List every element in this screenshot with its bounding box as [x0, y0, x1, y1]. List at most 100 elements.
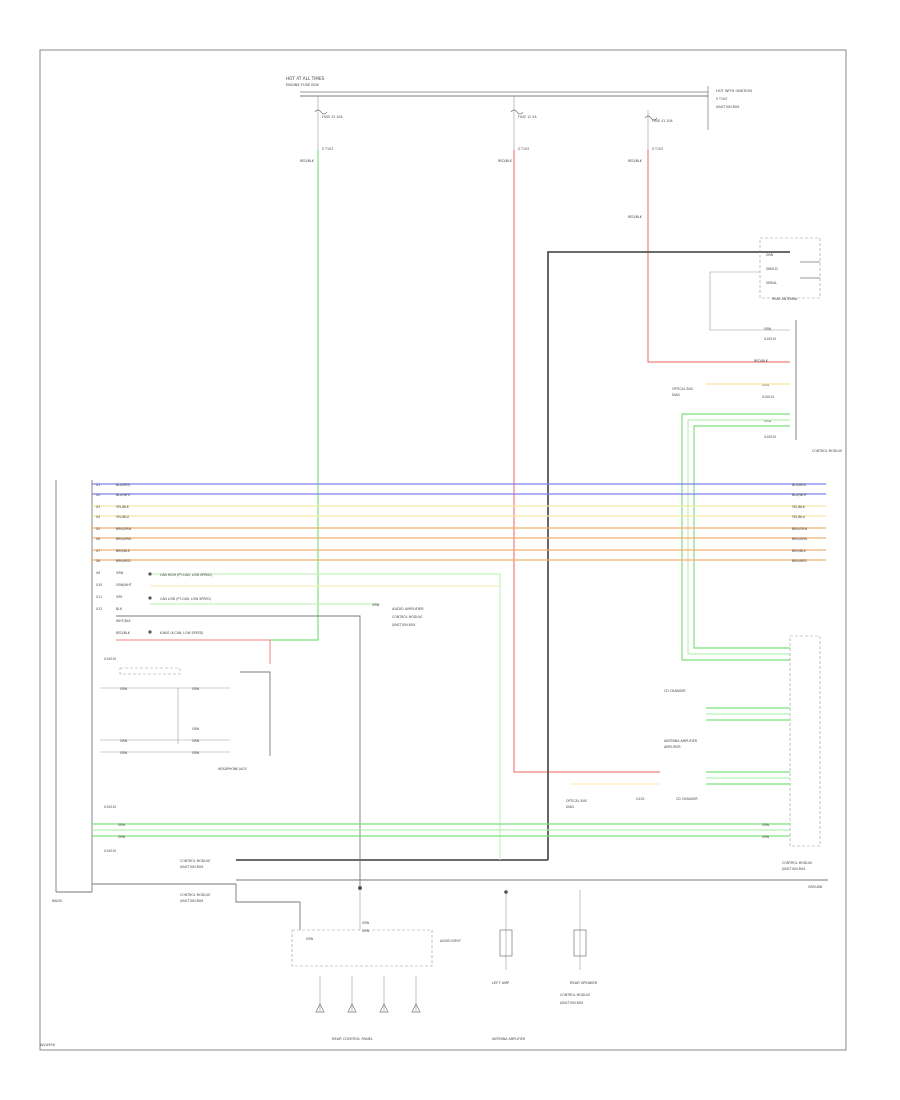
label-left-connector-3: X10010 — [104, 849, 116, 853]
label-radio-pin-6: GRN — [120, 751, 128, 755]
bus-label-8: GRN — [116, 571, 124, 575]
rear-antenna-module: REAR ANTENNA GRN SHIELD SERIAL — [759, 237, 821, 301]
bus-label-12: WHT/BLK — [116, 619, 132, 623]
label-radio-pin-5: GRN — [192, 739, 200, 743]
svg-text:X4: X4 — [96, 515, 100, 519]
label-rear-antenna: REAR ANTENNA — [772, 297, 798, 301]
bus-label-2: YEL/BLK — [116, 505, 130, 509]
svg-text:X6: X6 — [96, 537, 100, 541]
label-wire-left: RED/BLK — [300, 159, 315, 163]
label-bottom-ctrl-1: CONTROL MODULE — [180, 859, 210, 863]
label-wire-right: RED/BLK — [628, 159, 643, 163]
label-rear-panel-3: GRN — [362, 929, 370, 933]
label-hot-with-ignition: HOT WITH IGNITION — [716, 89, 752, 93]
label-rear-control-panel: REAR CONTROL PANEL — [332, 1037, 373, 1041]
label-left-amp: LEFT AMP — [492, 981, 510, 985]
label-serial-module-name: CONTROL MODULE — [812, 449, 842, 453]
bus-label-5: BRN/GRN — [116, 537, 132, 541]
wire-grey-bottom — [92, 883, 301, 930]
bus-label-13: RED/BLK — [116, 631, 131, 635]
pin-numbers-left: X1 X2 X3 X4 X5 X6 X7 X8 X9 X10 X11 X12 — [96, 483, 102, 611]
label-radio-pin-1: GRN — [120, 687, 128, 691]
label-right-control-module: CONTROL MODULE — [782, 861, 812, 865]
rear-speaker-block: REAR SPEAKER CONTROL MODULE JUNCTION BOX — [559, 890, 598, 1005]
wire-red-right — [647, 150, 790, 363]
fuse-middle: FUSE 12 5A S T103 RED/BLK — [498, 96, 537, 163]
bus-label-right-0: BLU/RED — [792, 483, 806, 487]
label-amp-sub: CONTROL MODULE — [392, 615, 422, 619]
label-green-bottom-right-2: GRN — [762, 835, 770, 839]
label-fuse-right-ref: S T103 — [652, 147, 663, 151]
label-lower-callout-2: DIAG — [566, 805, 575, 809]
label-right-edge: GROUND — [808, 885, 823, 889]
svg-text:X9: X9 — [96, 571, 100, 575]
label-radio-name: HEADPHONE JACK — [218, 767, 248, 771]
label-antenna-amp-bottom: ANTENNA AMPLIFIER — [492, 1037, 526, 1041]
wire-green-right-loop — [681, 413, 790, 661]
label-fuse-middle-ref: S T103 — [518, 147, 529, 151]
bus-labels-right: BLU/RED BLU/WHT YEL/BLK YEL/BLU BRN/ORN … — [792, 483, 808, 563]
wire-can-high — [150, 573, 501, 860]
label-bottom-ctrl-3: CONTROL MODULE — [180, 893, 210, 897]
label-radio-pin-7: GRN — [192, 751, 200, 755]
svg-text:X3: X3 — [96, 505, 100, 509]
label-can-low: CAN LOW (PT-CAN, LOW SPEED) — [160, 597, 211, 601]
fuse-left: FUSE 23 10A S T103 RED/BLK — [300, 96, 343, 163]
bus-label-10: GRY — [116, 595, 122, 599]
label-radio-pin-3: GRN — [192, 727, 200, 731]
bus-label-4: BRN/ORN — [116, 527, 132, 531]
svg-text:X1: X1 — [96, 483, 100, 487]
label-right-control-module-2: JUNCTION BOX — [781, 867, 806, 871]
label-green-bottom-left-1: GRN — [118, 823, 126, 827]
bus-label-6: BRN/BLK — [116, 549, 131, 553]
bus-label-7: BRN/RED — [116, 559, 131, 563]
svg-text:X10: X10 — [96, 583, 102, 587]
svg-text:X11: X11 — [96, 595, 102, 599]
label-ground-note: G102 — [636, 797, 645, 801]
label-can-high: CAN HIGH (PT-CAN, LOW SPEED) — [160, 573, 212, 577]
label-bottom-ctrl-4: JUNCTION BOX — [179, 899, 204, 903]
label-bottom-ctrl-2: JUNCTION BOX — [179, 865, 204, 869]
label-rear-panel-2: GRN — [362, 921, 370, 925]
k-bus-dot — [148, 630, 152, 634]
wire-antenna-loop — [709, 271, 790, 331]
label-serial-module-4: GRN — [762, 383, 770, 387]
label-hot-at-all-times: HOT AT ALL TIMES — [286, 76, 325, 81]
label-wire-right-2: RED/BLK — [628, 215, 643, 219]
wire-green-mid-right — [706, 707, 790, 721]
label-serial-module-3: RED/BLK — [754, 359, 769, 363]
diagram-frame — [39, 49, 847, 1051]
label-cd-changer: CD CHANGER — [676, 797, 698, 801]
label-rear-speaker: REAR SPEAKER — [570, 981, 598, 985]
label-fuse-right: FUSE 41 10A — [652, 119, 673, 123]
bus-label-11: BLK — [116, 607, 123, 611]
label-radio-pin-2: GRN — [192, 687, 200, 691]
label-k-bus: K-BUS (K-CAN, LOW SPEED) — [160, 631, 203, 635]
label-amp-right: ANTENNA AMPLIFIER — [664, 739, 698, 743]
wire-red-kbus — [116, 639, 271, 664]
label-junction-box-top: JUNCTION BOX — [715, 105, 740, 109]
bus-label-right-5: BRN/GRN — [792, 537, 808, 541]
label-fuse-left: FUSE 23 10A — [322, 115, 343, 119]
label-green-bottom-left-2: GRN — [118, 835, 126, 839]
label-wire-middle: RED/BLK — [498, 159, 513, 163]
label-serial-module-7: X10010 — [764, 435, 776, 439]
bus-labels-left: BLU/RED BLU/WHT YEL/BLK YEL/BLU BRN/ORN … — [116, 483, 132, 635]
label-fuse-left-ref: S T103 — [322, 147, 333, 151]
label-sdb-top: S T103 — [716, 97, 727, 101]
label-engine-fuse-box: ENGINE FUSE BOX — [286, 83, 319, 87]
label-amp-right-2: AMPLIFIER — [664, 745, 681, 749]
label-rear-panel-audio: AUDIO INPUT — [440, 939, 461, 943]
label-left-connector-2: X10010 — [104, 805, 116, 809]
bus-label-right-4: BRN/ORN — [792, 527, 808, 531]
svg-text:X7: X7 — [96, 549, 100, 553]
bus-lines — [92, 483, 826, 561]
label-rear-panel-1: GRN — [306, 937, 314, 941]
svg-text:X2: X2 — [96, 493, 100, 497]
label-rear-speaker-3: JUNCTION BOX — [559, 1001, 584, 1005]
label-amp-ref: GRN — [372, 603, 380, 607]
bus-label-3: YEL/BLU — [116, 515, 130, 519]
bus-label-right-2: YEL/BLK — [792, 505, 806, 509]
wire-green-lower-right — [706, 771, 790, 785]
